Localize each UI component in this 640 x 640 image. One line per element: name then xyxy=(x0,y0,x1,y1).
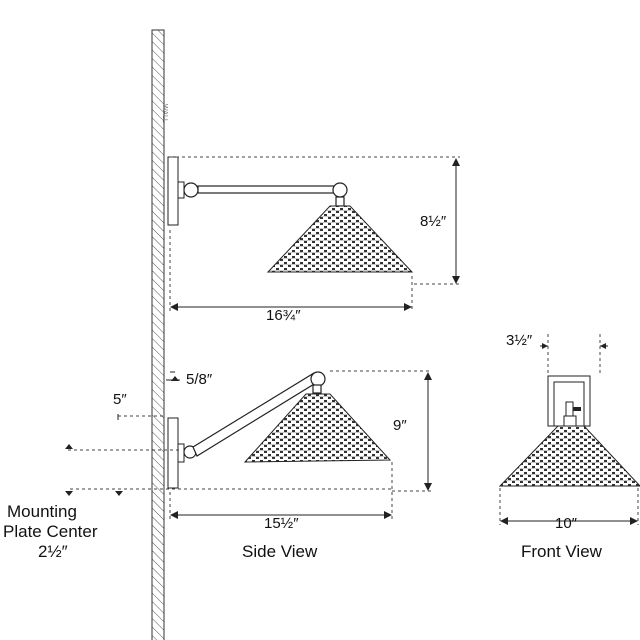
front-view-lamp xyxy=(498,375,640,487)
bottom-extension-label: 15½″ xyxy=(264,515,299,532)
bottom-rattan-shade xyxy=(243,393,392,463)
front-dimensions: 3½″ 10″ xyxy=(499,332,639,532)
top-backplate xyxy=(167,156,179,226)
front-stem xyxy=(563,415,577,427)
mounting-label-line1: Mounting xyxy=(7,502,77,521)
top-arm-pivot xyxy=(183,182,199,198)
top-dimensions: 8½″ 16¾″ xyxy=(169,156,460,324)
bottom-shade-stem xyxy=(312,384,322,394)
wall-label: WALL xyxy=(161,104,168,123)
bottom-lamp-side-view xyxy=(167,371,392,489)
bottom-dimensions: 5/8″ 9″ 5″ 15½″ xyxy=(65,370,432,532)
plate-offset-label: 5/8″ xyxy=(186,371,213,388)
wall: WALL xyxy=(151,29,168,640)
top-extension-label: 16¾″ xyxy=(266,307,301,324)
top-mount-knuckle xyxy=(177,181,185,199)
bottom-height-label: 9″ xyxy=(393,417,407,434)
front-rattan-shade xyxy=(498,425,640,487)
top-rattan-shade xyxy=(266,205,414,273)
front-shade-width-label: 10″ xyxy=(555,515,578,532)
mounting-label-line2: Plate Center xyxy=(3,522,98,541)
bottom-backplate xyxy=(167,417,179,489)
top-shade-stem xyxy=(335,196,345,207)
mounting-plate-label: Mounting Plate Center 2½″ xyxy=(3,502,98,561)
front-switch-toggle xyxy=(573,407,581,411)
front-view-label: Front View xyxy=(521,542,603,561)
top-arm xyxy=(197,185,335,194)
top-lamp-side-view xyxy=(167,156,414,273)
bottom-mount-knuckle xyxy=(177,443,185,463)
front-switch xyxy=(565,401,574,417)
mounting-label-line3: 2½″ xyxy=(38,542,68,561)
top-shade-pivot xyxy=(332,182,348,198)
bottom-shade-pivot xyxy=(310,371,326,387)
side-view-label: Side View xyxy=(242,542,318,561)
top-height-label: 8½″ xyxy=(420,213,447,230)
front-mount-width-label: 3½″ xyxy=(506,332,533,349)
arm-offset-label: 5″ xyxy=(113,391,127,408)
